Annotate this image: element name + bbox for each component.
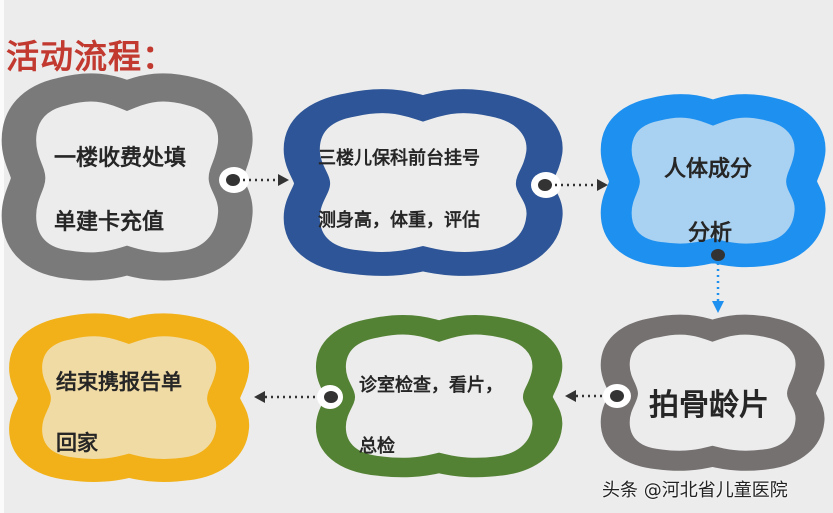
step-3-line-2: 分析 bbox=[688, 221, 733, 246]
step-5-cloud: 诊室检查，看片， 总检 bbox=[324, 322, 554, 472]
step-4-line-1: 拍骨龄片 bbox=[649, 388, 769, 423]
connector-arrow-3-to-4 bbox=[711, 249, 725, 313]
step-4-cloud: 拍骨龄片 bbox=[609, 322, 816, 465]
step-1-cloud: 一楼收费处填 单建卡充值 bbox=[12, 84, 242, 272]
connector-dot-icon bbox=[711, 249, 725, 261]
step-1-line-1: 一楼收费处填 bbox=[54, 146, 187, 171]
connector-arrow-4-to-5 bbox=[565, 384, 631, 408]
page-title: 活动流程： bbox=[6, 37, 176, 76]
left-edge-strip bbox=[0, 0, 4, 513]
step-5-line-2: 总检 bbox=[359, 436, 395, 457]
step-3-line-1: 人体成分 bbox=[664, 157, 753, 182]
connector-dot-icon bbox=[538, 179, 552, 191]
step-3-cloud: 人体成分 分析 bbox=[610, 103, 816, 260]
arrowhead-right-icon bbox=[278, 174, 289, 186]
step-2-line-1: 三楼儿保科前台挂号 bbox=[318, 148, 480, 169]
watermark: 头条 @河北省儿童医院 bbox=[602, 480, 788, 501]
step-5-line-1: 诊室检查，看片， bbox=[359, 375, 503, 396]
arrowhead-right-icon bbox=[597, 179, 608, 191]
connector-dot-icon bbox=[324, 391, 338, 403]
cloud-shape bbox=[294, 98, 552, 269]
connector-arrow-2-to-3 bbox=[531, 172, 608, 198]
step-6-line-1: 结束携报告单 bbox=[56, 370, 182, 394]
connector-arrow-1-to-2 bbox=[219, 167, 289, 193]
arrowhead-left-icon bbox=[254, 391, 265, 403]
step-6-cloud: 结束携报告单 回家 bbox=[19, 322, 239, 475]
step-2-cloud: 三楼儿保科前台挂号 测身高，体重，评估 bbox=[294, 98, 552, 269]
cloud-shape bbox=[19, 322, 239, 475]
arrowhead-left-icon bbox=[565, 390, 576, 402]
step-6-line-2: 回家 bbox=[56, 431, 98, 455]
step-1-line-2: 单建卡充值 bbox=[54, 210, 165, 235]
connector-dot-icon bbox=[226, 174, 240, 186]
connector-dot-icon bbox=[610, 390, 624, 402]
connector-arrow-5-to-6 bbox=[254, 385, 343, 409]
step-2-line-2: 测身高，体重，评估 bbox=[318, 210, 480, 231]
cloud-shape bbox=[12, 84, 242, 272]
arrowhead-down-icon bbox=[712, 301, 724, 313]
